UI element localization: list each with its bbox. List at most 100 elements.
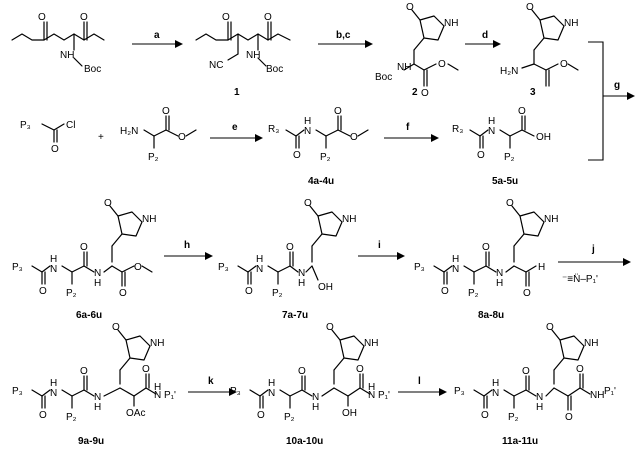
atom-o: O — [112, 322, 120, 333]
atom-o: O — [142, 364, 150, 375]
atom-o: O — [51, 144, 59, 155]
atom-o: O — [482, 242, 490, 253]
atom-h: H — [298, 278, 305, 289]
atom-h: H — [538, 262, 545, 273]
atom-oh: OH — [342, 408, 357, 419]
atom-nh: NH — [60, 50, 74, 61]
atom-h: H — [94, 278, 101, 289]
atom-o: O — [38, 12, 46, 23]
atom-o: O — [518, 106, 526, 117]
atom-p3: P₃ — [454, 386, 465, 397]
atom-nh: NH — [364, 338, 378, 349]
atom-h: H — [154, 382, 161, 393]
compound-9-structure: O NH P₃ H N O O N H P₂ O N H P₁' OAc — [12, 322, 176, 423]
atom-o: O — [506, 198, 514, 209]
compound-label-3: 3 — [530, 87, 536, 98]
atom-h: H — [304, 116, 311, 127]
atom-h: H — [50, 254, 57, 265]
isonitrile-reagent: ⁻≡N̈–P₁' — [562, 272, 598, 285]
atom-h: H — [50, 378, 57, 389]
compound-7-structure: O NH P₃ H N O O N H P₂ OH — [218, 198, 356, 299]
atom-n: N — [94, 268, 101, 279]
atom-o: O — [334, 106, 342, 117]
atom-nc: NC — [209, 60, 223, 71]
atom-p2: P₂ — [148, 152, 159, 163]
atom-o: O — [134, 262, 142, 273]
step-label-bc: b,c — [336, 30, 351, 41]
atom-o: O — [80, 366, 88, 377]
compound-label-4: 4a-4u — [308, 176, 334, 187]
atom-o: O — [481, 410, 489, 421]
atom-o: O — [39, 286, 47, 297]
atom-p3: P₃ — [12, 386, 23, 397]
step-label-h: h — [184, 240, 190, 251]
atom-nh: NH — [150, 338, 164, 349]
compound-10-structure: O NH P₃ H N O O N H P₂ O N H P₁' OH — [230, 322, 390, 423]
atom-p2: P₂ — [504, 152, 515, 163]
atom-cl: Cl — [66, 120, 75, 131]
atom-p2: P₂ — [284, 412, 295, 423]
atom-p2: P₂ — [66, 412, 77, 423]
compound-2-structure: O NH Boc NH O O — [375, 2, 459, 99]
atom-o: O — [477, 150, 485, 161]
atom-o: O — [546, 322, 554, 333]
compound-label-10: 10a-10u — [286, 436, 323, 447]
atom-h: H — [256, 254, 263, 265]
atom-o: O — [350, 132, 358, 143]
atom-n: N — [94, 392, 101, 403]
atom-o: O — [356, 364, 364, 375]
atom-p3: P₃ — [12, 262, 23, 273]
atom-boc: Boc — [375, 72, 392, 83]
atom-nh: NH — [564, 18, 578, 29]
atom-n: N — [154, 390, 161, 401]
atom-o: O — [441, 286, 449, 297]
atom-n: N — [496, 268, 503, 279]
atom-n: N — [368, 390, 375, 401]
atom-p3: P₃ — [230, 386, 241, 397]
atom-p3: P₃ — [414, 262, 425, 273]
step-label-l: l — [418, 376, 421, 387]
atom-n: N — [312, 392, 319, 403]
compound-11-structure: O NH P₃ H N O O N H P₂ O O NH P₁' — [454, 322, 616, 423]
compound-label-1: 1 — [234, 87, 240, 98]
atom-nh: NH — [246, 50, 260, 61]
atom-oh: OH — [536, 132, 551, 143]
compound-label-6: 6a-6u — [76, 310, 102, 321]
step-label-a: a — [154, 30, 160, 41]
atom-o: O — [576, 364, 584, 375]
atom-p1-prime: P₁' — [378, 390, 390, 401]
atom-p1-prime: P₁' — [164, 390, 176, 401]
step-label-j: j — [591, 244, 595, 255]
atom-p2: P₂ — [508, 412, 519, 423]
atom-o: O — [257, 410, 265, 421]
compound-label-9: 9a-9u — [78, 436, 104, 447]
atom-boc: Boc — [84, 64, 101, 75]
step-label-i: i — [378, 240, 381, 251]
atom-o: O — [304, 198, 312, 209]
compound-5-structure: R₃ H N O O OH P₂ — [452, 106, 551, 163]
atom-n: N — [536, 392, 543, 403]
atom-h: H — [368, 382, 375, 393]
atom-o: O — [162, 106, 170, 117]
atom-p3: P₃ — [218, 262, 229, 273]
atom-p2: P₂ — [272, 288, 283, 299]
atom-n: N — [304, 126, 311, 137]
atom-o: O — [560, 59, 568, 70]
atom-n: N — [256, 264, 263, 275]
starting-material-structure: O O NH Boc — [11, 12, 105, 75]
atom-o: O — [326, 322, 334, 333]
atom-h2n: H₂N — [120, 126, 138, 137]
atom-oac: OAc — [126, 408, 145, 419]
atom-r3: R₃ — [268, 124, 279, 135]
atom-o: O — [104, 198, 112, 209]
atom-p2: P₂ — [468, 288, 479, 299]
atom-o: O — [293, 150, 301, 161]
compound-label-8: 8a-8u — [478, 310, 504, 321]
atom-nh: NH — [397, 62, 411, 73]
atom-boc: Boc — [266, 64, 283, 75]
atom-r3: R₃ — [452, 124, 463, 135]
step-label-e: e — [232, 122, 238, 133]
atom-o: O — [80, 12, 88, 23]
atom-h: H — [492, 378, 499, 389]
step-label-d: d — [482, 30, 488, 41]
